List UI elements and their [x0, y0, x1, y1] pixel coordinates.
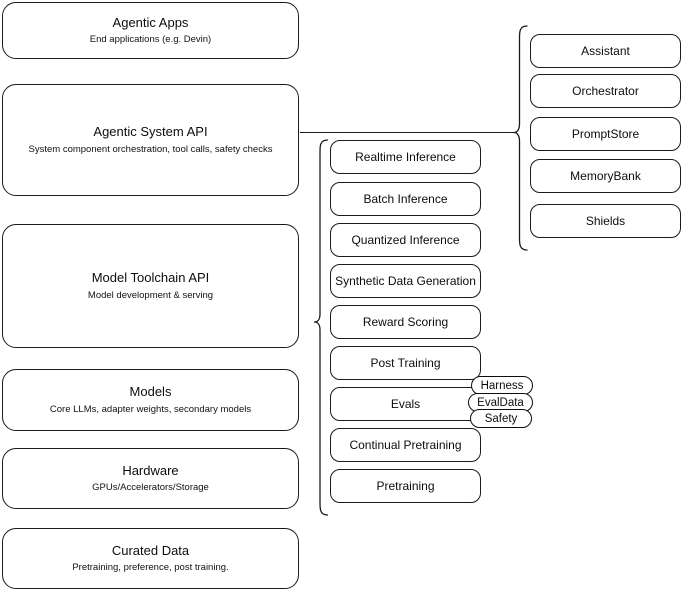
layer-curated-data[interactable]: Curated Data Pretraining, preference, po…: [2, 528, 299, 589]
pill-label: Harness: [480, 379, 524, 392]
chip-label: Orchestrator: [572, 83, 639, 98]
toolchain-realtime-inference[interactable]: Realtime Inference: [330, 140, 481, 174]
layer-subtitle: Model development & serving: [87, 289, 214, 301]
chip-label: PromptStore: [571, 126, 640, 141]
layer-subtitle: System component orchestration, tool cal…: [28, 143, 273, 155]
connector-system-api-to-components: [300, 132, 514, 134]
layer-subtitle: Core LLMs, adapter weights, secondary mo…: [49, 403, 252, 415]
toolchain-post-training[interactable]: Post Training: [330, 346, 481, 380]
toolchain-pretraining[interactable]: Pretraining: [330, 469, 481, 503]
layer-title: Curated Data: [111, 542, 190, 558]
toolchain-quantized-inference[interactable]: Quantized Inference: [330, 223, 481, 257]
chip-label: Synthetic Data Generation: [335, 273, 476, 288]
layer-model-toolchain-api[interactable]: Model Toolchain API Model development & …: [2, 224, 299, 348]
toolchain-continual-pretraining[interactable]: Continual Pretraining: [330, 428, 481, 462]
chip-label: MemoryBank: [570, 168, 641, 183]
chip-label: Batch Inference: [363, 191, 448, 206]
toolchain-batch-inference[interactable]: Batch Inference: [330, 182, 481, 216]
toolchain-evals[interactable]: Evals: [330, 387, 481, 421]
layer-title: Models: [129, 384, 172, 400]
chip-label: Post Training: [370, 355, 441, 370]
layer-hardware[interactable]: Hardware GPUs/Accelerators/Storage: [2, 448, 299, 509]
pill-label: EvalData: [477, 396, 524, 409]
pill-label: Safety: [484, 412, 518, 425]
chip-label: Evals: [390, 396, 421, 411]
evals-pill-safety[interactable]: Safety: [470, 409, 532, 428]
layer-title: Agentic Apps: [112, 14, 189, 30]
system-component-memorybank[interactable]: MemoryBank: [530, 159, 681, 193]
system-component-orchestrator[interactable]: Orchestrator: [530, 74, 681, 108]
layer-title: Hardware: [122, 462, 179, 478]
chip-label: Pretraining: [376, 478, 435, 493]
layer-agentic-system-api[interactable]: Agentic System API System component orch…: [2, 84, 299, 196]
toolchain-brace: [313, 139, 329, 516]
evals-pill-evaldata[interactable]: EvalData: [468, 393, 533, 412]
chip-label: Shields: [585, 213, 626, 228]
toolchain-reward-scoring[interactable]: Reward Scoring: [330, 305, 481, 339]
chip-label: Assistant: [581, 43, 630, 58]
layer-subtitle: Pretraining, preference, post training.: [72, 562, 229, 574]
layer-subtitle: GPUs/Accelerators/Storage: [92, 482, 209, 494]
system-components-brace: [513, 25, 528, 251]
chip-label: Reward Scoring: [362, 314, 449, 329]
system-component-assistant[interactable]: Assistant: [530, 34, 681, 68]
layer-models[interactable]: Models Core LLMs, adapter weights, secon…: [2, 369, 299, 431]
chip-label: Continual Pretraining: [349, 437, 462, 452]
chip-label: Realtime Inference: [355, 149, 456, 164]
layer-agentic-apps[interactable]: Agentic Apps End applications (e.g. Devi…: [2, 2, 299, 59]
layer-subtitle: End applications (e.g. Devin): [89, 34, 212, 46]
system-component-shields[interactable]: Shields: [530, 204, 681, 238]
chip-label: Quantized Inference: [351, 232, 460, 247]
toolchain-synthetic-data-generation[interactable]: Synthetic Data Generation: [330, 264, 481, 298]
layer-title: Agentic System API: [93, 124, 208, 140]
system-component-promptstore[interactable]: PromptStore: [530, 117, 681, 151]
layer-title: Model Toolchain API: [91, 270, 210, 286]
